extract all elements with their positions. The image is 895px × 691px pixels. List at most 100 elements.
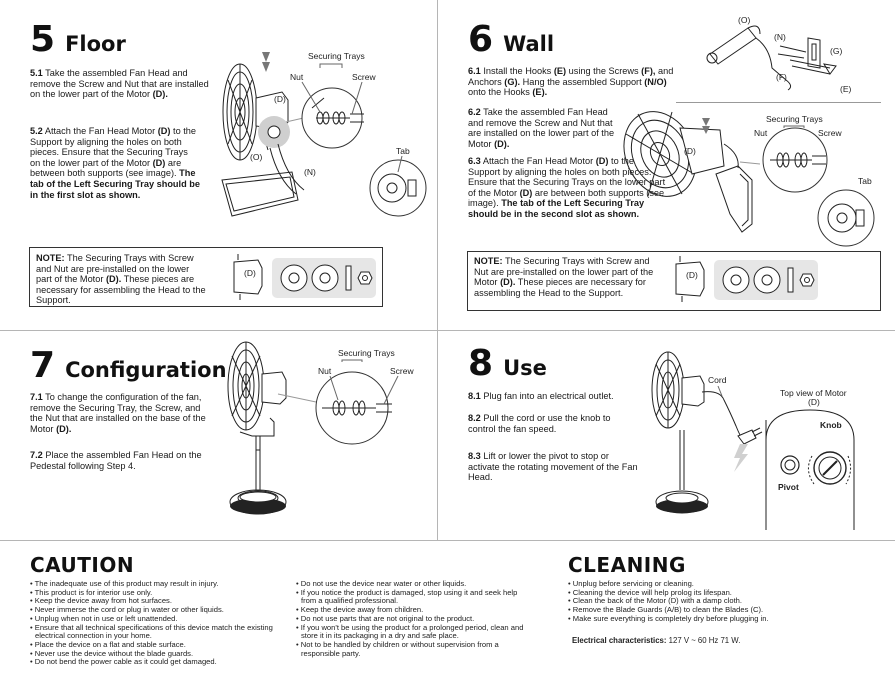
caution-item: • This product is for interior use only.	[30, 587, 153, 597]
caution-item: • Keep the device away from hot surfaces…	[30, 596, 172, 606]
label-securing-trays: Securing Trays	[308, 51, 365, 61]
label-f: (F)	[776, 72, 787, 82]
label-screw: Screw	[352, 72, 376, 82]
wall-hooks-illustration: (O) (N) (G) (F) (E)	[690, 8, 860, 100]
label-tab: Tab	[396, 146, 410, 156]
paragraph-text: Lift or lower the pivot to stop or activ…	[468, 451, 638, 483]
paragraph-id: 8.1	[468, 391, 481, 401]
caution-item: • Unplug when not in use or left unatten…	[30, 613, 178, 623]
part-ref: (D).	[105, 274, 122, 285]
wall-mount-illustration: (D) Securing Trays Nut Screw Tab	[620, 104, 890, 254]
paragraph-text: to the Support by aligning the holes on …	[30, 126, 197, 168]
paragraph-id: 7.1	[30, 392, 43, 402]
label-pivot: Pivot	[778, 482, 799, 492]
paragraph-id: 6.3	[468, 156, 481, 166]
note-parts-illustration: (D)	[670, 254, 820, 304]
label-nut: Nut	[290, 72, 304, 82]
label-d: (D)	[808, 397, 820, 407]
paragraph-id: 6.1	[468, 66, 481, 76]
step-5-1-text: 5.1 Take the assembled Fan Head and remo…	[30, 68, 212, 100]
caution-item: • Never immerse the cord or plug in wate…	[30, 605, 224, 615]
label-n: (N)	[304, 167, 316, 177]
note-label: NOTE:	[36, 253, 65, 263]
cleaning-item: • Unplug before servicing or cleaning.	[568, 579, 694, 588]
step-number: 6	[468, 19, 494, 60]
step-6-2-text: 6.2 Take the assembled Fan Head and remo…	[468, 107, 616, 149]
part-ref: (D).	[500, 277, 516, 288]
electrical-value: 127 V ~ 60 Hz 71 W.	[668, 636, 741, 645]
step-title: Wall	[503, 32, 555, 56]
step-8-2-text: 8.2 Pull the cord or use the knob to con…	[468, 413, 628, 434]
cleaning-item: • Make sure everything is completely dry…	[568, 613, 769, 623]
caution-item: • Place the device on a flat and stable …	[30, 639, 186, 649]
step-8-heading: 8 Use	[468, 346, 547, 382]
paragraph-text: are between both supports (see image).	[468, 187, 665, 209]
vertical-divider	[437, 0, 438, 540]
label-screw: Screw	[390, 366, 414, 376]
electrical-characteristics: Electrical characteristics: 127 V ~ 60 H…	[572, 636, 740, 645]
cleaning-item: • Clean the back of the Motor (D) with a…	[568, 596, 743, 606]
caution-item: • Do not use the device near water or ot…	[296, 579, 467, 588]
paragraph-text: using the Screws	[568, 66, 639, 76]
label-top-view: Top view of Motor	[780, 388, 847, 398]
paragraph-id: 5.2	[30, 126, 43, 136]
part-ref: (D).	[152, 89, 168, 100]
emphasis-text: The tab of the Left Securing Tray should…	[30, 168, 200, 200]
paragraph-id: 5.1	[30, 68, 43, 78]
step-title: Use	[503, 356, 547, 380]
paragraph-text: Install the Hooks	[483, 66, 552, 76]
note-body: These pieces are necessary for assemblin…	[36, 274, 206, 306]
label-knob: Knob	[820, 420, 842, 430]
cleaning-title: CLEANING	[568, 553, 686, 577]
step-5-heading: 5 Floor	[30, 22, 126, 58]
floor-assembly-illustration: (D) (O) (N)	[212, 40, 437, 230]
part-ref: (G).	[504, 76, 521, 87]
note-body: The Securing Trays with Screw and Nut ar…	[36, 253, 194, 285]
label-securing-trays: Securing Trays	[766, 114, 823, 124]
label-g: (G)	[830, 46, 842, 56]
part-ref: (D)	[152, 157, 166, 168]
paragraph-id: 8.2	[468, 413, 481, 423]
caution-item: • Never use the device without the blade…	[30, 648, 194, 658]
label-n: (N)	[774, 32, 786, 42]
caution-title: CAUTION	[30, 553, 135, 577]
wall-rule	[676, 102, 881, 103]
part-ref: (F),	[641, 66, 656, 76]
part-ref: (N/O)	[644, 76, 667, 87]
label-securing-trays: Securing Trays	[338, 348, 395, 358]
part-ref: (E)	[553, 66, 567, 76]
step-title: Floor	[65, 32, 126, 56]
cleaning-item: • Remove the Blade Guards (A/B) to clean…	[568, 605, 764, 615]
label-e: (E)	[840, 84, 852, 94]
caution-item: • The inadequate use of this product may…	[30, 579, 219, 588]
paragraph-text: To change the configuration of the fan, …	[30, 392, 206, 434]
paragraph-text: are between both supports (see image).	[30, 157, 182, 179]
part-ref: (D)	[519, 187, 533, 198]
label-nut: Nut	[754, 128, 768, 138]
paragraph-text: to the Support by aligning the holes on …	[468, 156, 666, 198]
label-o: (O)	[738, 15, 750, 25]
note-label: NOTE:	[474, 256, 503, 266]
note-parts-illustration: (D)	[228, 252, 378, 302]
paragraph-id: 7.2	[30, 450, 43, 460]
step-6-1-text: 6.1 Install the Hooks (E) using the Scre…	[468, 66, 680, 98]
use-illustration: Cord Top view of Motor (D) Knob Pivot	[640, 340, 890, 530]
paragraph-text: onto the Hooks	[468, 87, 530, 98]
part-ref: (D)	[157, 126, 171, 136]
label-d: (D)	[684, 146, 696, 156]
step-5-2-text: 5.2 Attach the Fan Head Motor (D) to the…	[30, 126, 200, 200]
caution-item: • Keep the device away from children.	[296, 605, 424, 615]
paragraph-text: Attach the Fan Head Motor	[44, 126, 156, 136]
paragraph-text: Take the assembled Fan Head and remove t…	[468, 107, 615, 149]
cleaning-item: • Cleaning the device will help prolog i…	[568, 587, 732, 597]
caution-item: • Not to be handled by children or witho…	[296, 639, 499, 658]
paragraph-text: and Anchors	[468, 66, 674, 87]
caution-list-left: • The inadequate use of this product may…	[30, 579, 290, 667]
emphasis-text: The tab of the Left Securing Tray should…	[468, 198, 645, 219]
caution-list-right: • Do not use the device near water or ot…	[296, 579, 534, 658]
step-6-3-text: 6.3 Attach the Fan Head Motor (D) to the…	[468, 156, 668, 220]
horizontal-divider	[0, 330, 895, 331]
note-body: The Securing Trays with Screw and Nut ar…	[474, 256, 654, 288]
paragraph-id: 8.3	[468, 451, 481, 461]
label-d: (D)	[274, 94, 286, 104]
